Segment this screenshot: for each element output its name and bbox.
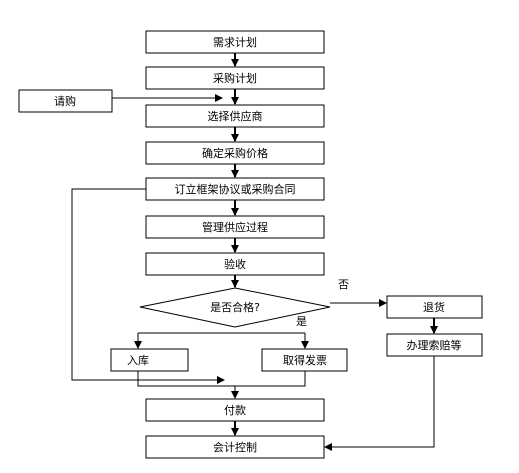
- claim-label: 办理索赔等: [407, 338, 462, 352]
- arrow-contract-loop: [71, 188, 225, 384]
- no-label: 否: [338, 278, 349, 291]
- manage-supply-label: 管理供应过程: [202, 220, 268, 234]
- merge-to-payment: [137, 371, 306, 387]
- box-determine-price: 确定采购价格: [145, 141, 325, 165]
- box-get-invoice: 取得发票: [261, 348, 348, 372]
- box-manage-supply: 管理供应过程: [145, 215, 325, 239]
- warehousing-label: 入库: [127, 354, 149, 367]
- box-claim: 办理索赔等: [386, 333, 483, 357]
- box-request: 请购: [18, 89, 113, 113]
- box-select-supplier: 选择供应商: [145, 104, 325, 128]
- arrow-claim-to-accounting: [324, 356, 435, 451]
- sign-contract-label: 订立框架协议或采购合同: [175, 182, 296, 196]
- qualified-question-label: 是否合格?: [210, 300, 260, 314]
- box-warehousing: 入库: [110, 348, 189, 372]
- accounting-control-label: 会计控制: [213, 440, 257, 454]
- box-purchase-plan: 采购计划: [145, 66, 325, 90]
- box-inspection: 验收: [145, 252, 325, 276]
- box-sign-contract: 订立框架协议或采购合同: [145, 177, 325, 201]
- payment-label: 付款: [224, 403, 246, 417]
- yes-label: 是: [296, 315, 307, 328]
- box-accounting-control: 会计控制: [145, 435, 325, 459]
- return-goods-label: 退货: [423, 300, 445, 314]
- demand-plan-label: 需求计划: [213, 36, 257, 49]
- get-invoice-label: 取得发票: [283, 353, 327, 367]
- request-label: 请购: [54, 94, 76, 108]
- decision-qualified: 是否合格?: [139, 287, 331, 328]
- box-demand-plan: 需求计划: [145, 30, 325, 54]
- determine-price-label: 确定采购价格: [202, 146, 268, 160]
- box-return-goods: 退货: [386, 295, 483, 319]
- select-supplier-label: 选择供应商: [208, 109, 263, 123]
- inspection-label: 验收: [224, 257, 246, 271]
- purchase-plan-label: 采购计划: [213, 71, 257, 85]
- box-payment: 付款: [145, 398, 325, 422]
